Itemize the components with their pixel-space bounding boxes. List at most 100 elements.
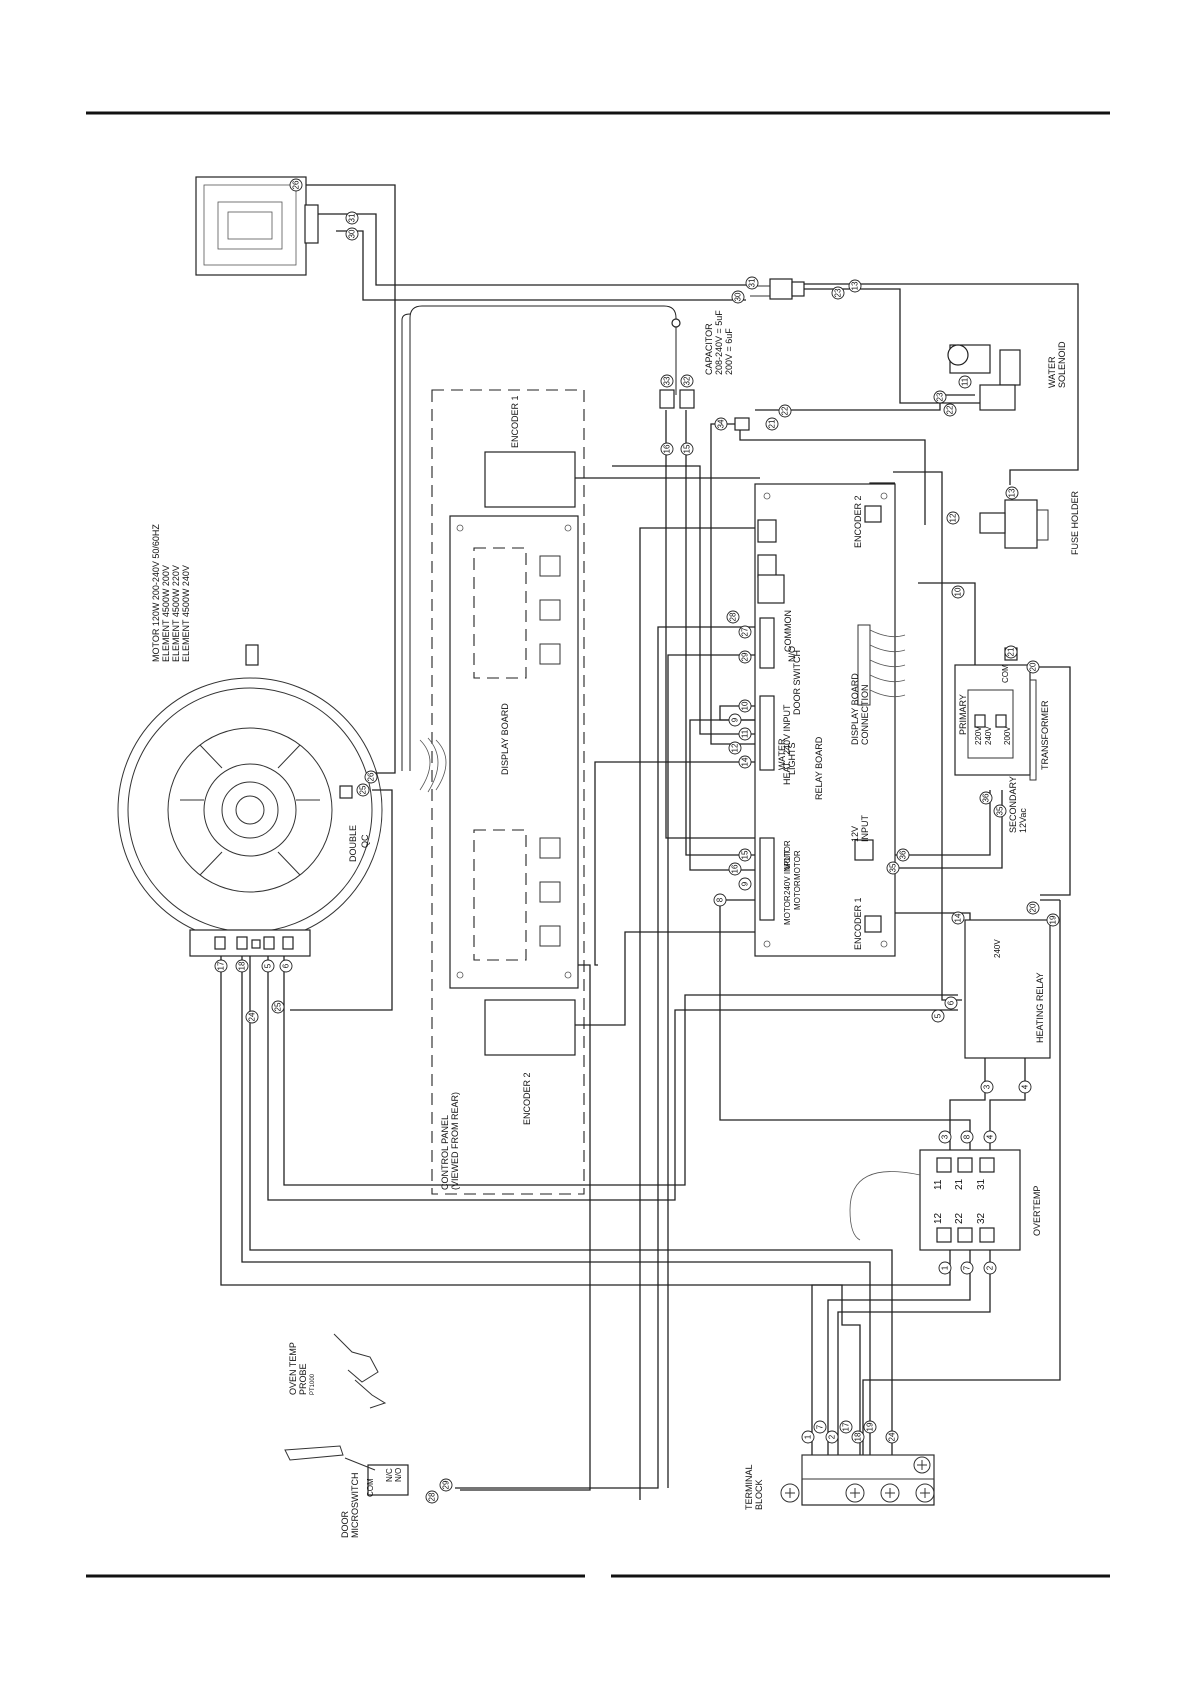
top-connector <box>750 278 805 300</box>
door-microswitch-label-1: DOOR <box>340 1510 350 1538</box>
overtemp-terminal-22: 22 <box>954 1212 965 1224</box>
heating-relay-box <box>964 919 1051 1059</box>
wire-label: 8 <box>716 897 725 902</box>
svg-text:DISPLAY BOARD CONNECTION: DISPLAY BOARD CONNECTION <box>850 671 870 745</box>
oven-temp-probe <box>333 1333 387 1409</box>
wire-label: 14 <box>954 913 963 922</box>
com-label: COM <box>1001 664 1010 683</box>
tap-200v-label: 200V <box>1003 726 1012 745</box>
wire-label: 9 <box>731 717 740 722</box>
wire-label: 14 <box>741 757 750 766</box>
terminal-block <box>780 1454 935 1506</box>
wire-label: 16 <box>731 864 740 873</box>
wire-label: 22 <box>946 405 955 414</box>
wire-label: 4 <box>1021 1084 1030 1089</box>
no-label: N/O <box>787 646 797 662</box>
wire-label: 28 <box>729 612 738 621</box>
wire-label: 20 <box>1029 662 1038 671</box>
capacitor-label-2: 208-240V = 5uF <box>714 310 724 375</box>
control-panel-label-1: CONTROL PANEL <box>440 1115 450 1190</box>
double-qc-label-2: QC <box>360 834 370 848</box>
wire-label: 23 <box>834 288 843 297</box>
wire-label: 2 <box>828 1434 837 1439</box>
overtemp-terminal-12: 12 <box>933 1212 944 1224</box>
control-panel-label-2: (VIEWED FROM REAR) <box>450 1092 460 1190</box>
encoder-1-box <box>484 451 576 508</box>
power-plug <box>195 176 319 276</box>
oven-temp-probe-label-3: PT1000 <box>310 1373 316 1395</box>
svg-text:OVEN TEMP PROBE PT: OVEN TEMP PROBE PT1000 <box>288 1340 316 1395</box>
wire-label: 30 <box>348 229 357 238</box>
wire-label: 11 <box>741 729 750 738</box>
wire-label: 10 <box>954 587 963 596</box>
double-qc-label-1: DOUBLE <box>348 825 358 862</box>
tap-240v-label: 240V <box>984 726 993 745</box>
wire-label: 35 <box>889 863 898 872</box>
overtemp-terminal-32: 32 <box>976 1212 987 1224</box>
wire-label: 25 <box>274 1002 283 1011</box>
wire-label: 1 <box>941 1265 950 1270</box>
wire-label: 9 <box>741 881 750 886</box>
wire-label: 1 <box>804 1434 813 1439</box>
input-12v-label-2: INPUT <box>860 814 870 842</box>
fuse-holder <box>979 499 1049 549</box>
motor-label-1: MOTOR <box>783 840 792 870</box>
overtemp-terminal-31: 31 <box>976 1178 987 1190</box>
wire-label: 11 <box>961 377 970 386</box>
wire-label: 31 <box>348 213 357 222</box>
overtemp-terminal-11: 11 <box>933 1179 944 1190</box>
input-12v-label-1: 12V <box>850 826 860 842</box>
terminal-block-label-1: TERMINAL <box>744 1465 754 1511</box>
wire-label: 19 <box>1049 915 1058 924</box>
wire-label: 8 <box>963 1134 972 1139</box>
display-board-connection-label-1: DISPLAY BOARD <box>850 673 860 745</box>
capacitor-label-1: CAPACITOR <box>704 323 714 375</box>
svg-text:DOUBLE QC: DOUBLE QC <box>348 822 370 862</box>
common-label: COMMON <box>783 610 793 652</box>
wire-label: 21 <box>768 419 777 428</box>
labels: MOTOR 120W 200-240V 50/60HZ ELEMENT 4500… <box>151 308 1080 1539</box>
wire-label: 16 <box>663 444 672 453</box>
motor-label-4: MOTOR <box>783 895 792 925</box>
wire-label: 29 <box>741 652 750 661</box>
wire-label: 22 <box>781 406 790 415</box>
micro-nc-label: N/C <box>385 1468 394 1482</box>
wire-label: 17 <box>217 961 226 970</box>
wire-label: 26 <box>367 772 376 781</box>
svg-text:DOOR MICROSWITCH: DOOR MICROSWITCH <box>340 1473 360 1539</box>
wire-label: 27 <box>741 627 750 636</box>
wire-label: 18 <box>238 961 247 970</box>
encoder-2-box <box>484 999 576 1056</box>
wire-label: 30 <box>734 292 743 301</box>
wire-label: 4 <box>986 1134 995 1139</box>
wire-label: 21 <box>1007 647 1016 656</box>
tap-220v-label: 220V <box>974 726 983 745</box>
wire-label: 24 <box>248 1012 257 1021</box>
svg-text:WATER SOLENOID: WATER SOLENOID <box>1047 341 1067 388</box>
water-solenoid <box>734 344 1021 431</box>
display-board <box>419 515 579 989</box>
fan-motor <box>117 644 383 957</box>
svg-text:12V INPUT: 12V INPUT <box>850 814 870 842</box>
overtemp-thermostat <box>849 1149 1021 1251</box>
svg-text:MOTOR 120W 200-240V 50/60HZ: MOTOR 120W 200-240V 50/60HZ ELEMENT 4500… <box>151 522 191 662</box>
wire-label: 36 <box>899 850 908 859</box>
wire-label: 3 <box>983 1084 992 1089</box>
transformer <box>954 647 1037 781</box>
fuse-holder-label: FUSE HOLDER <box>1070 490 1080 555</box>
svg-text:TERMINAL BLOCK: TERMINAL BLOCK <box>744 1462 764 1510</box>
wire-label: 33 <box>663 376 672 385</box>
motor-spec-line-2: ELEMENT 4500W 200V <box>161 565 171 662</box>
control-panel-outline <box>431 389 585 1195</box>
svg-text:CAPACITOR 208-240V = 5uF: CAPACITOR 208-240V = 5uF 200V = 6uF <box>704 308 734 375</box>
terminal-block-label-2: BLOCK <box>754 1479 764 1510</box>
wire-label: 13 <box>851 281 860 290</box>
encoder-2-label: ENCODER 2 <box>522 1072 532 1125</box>
wire-label: 10 <box>741 701 750 710</box>
heat-label: HEAT <box>782 761 792 785</box>
wire-label: 3 <box>941 1134 950 1139</box>
wire-label: 32 <box>683 376 692 385</box>
wire-label: 7 <box>963 1265 972 1270</box>
motor-spec-line-4: ELEMENT 4500W 240V <box>181 565 191 662</box>
input-240v-label: 240V INPUT <box>782 704 792 755</box>
